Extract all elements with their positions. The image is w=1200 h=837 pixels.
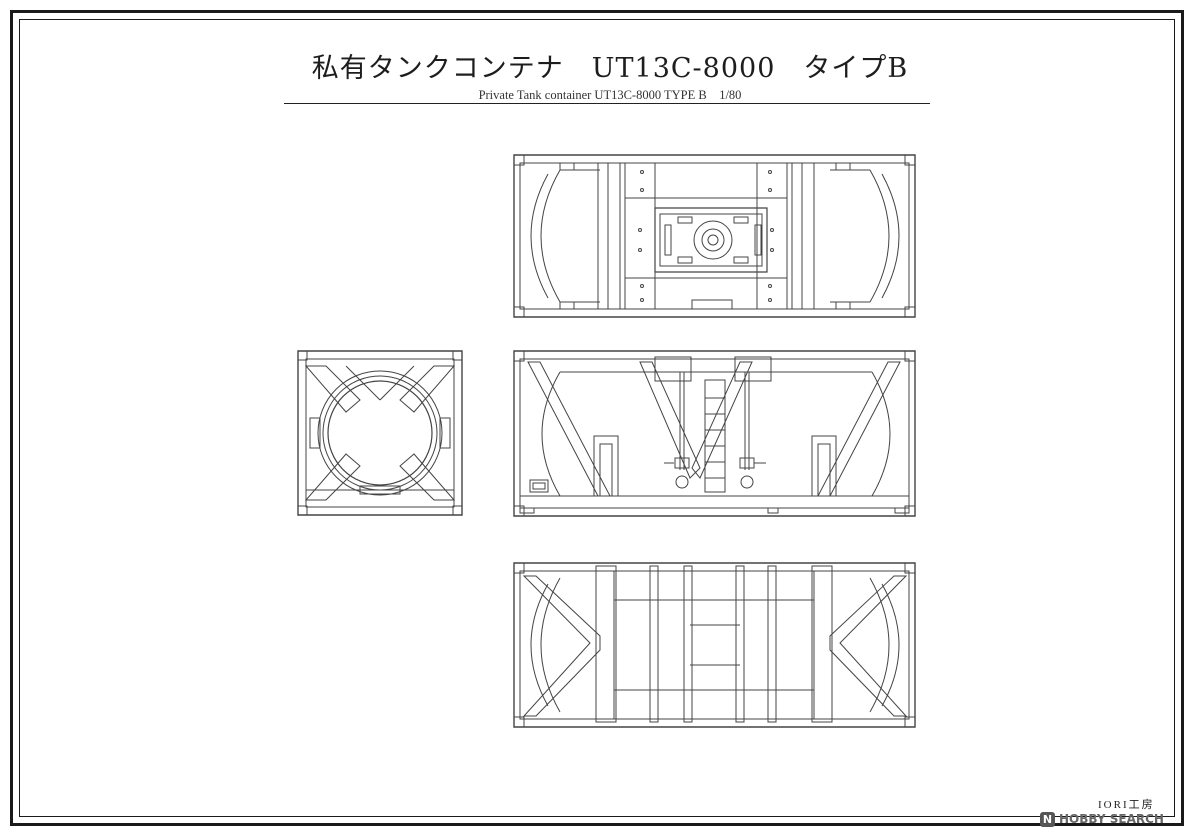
title-underline: [284, 103, 930, 104]
drawing-title-english: Private Tank container UT13C-8000 TYPE B…: [478, 88, 742, 102]
drawing-title-japanese: 私有タンクコンテナ UT13C-8000 タイプB: [311, 53, 909, 84]
inner-frame-border: [19, 19, 1175, 817]
hobby-search-watermark: N HOBBY SEARCH: [1040, 810, 1164, 828]
outer-frame-border: [10, 10, 1184, 826]
hobby-search-logo-icon: N: [1040, 811, 1055, 827]
studio-credit: IORI工房: [1098, 799, 1155, 811]
watermark-text: HOBBY SEARCH: [1059, 812, 1164, 826]
